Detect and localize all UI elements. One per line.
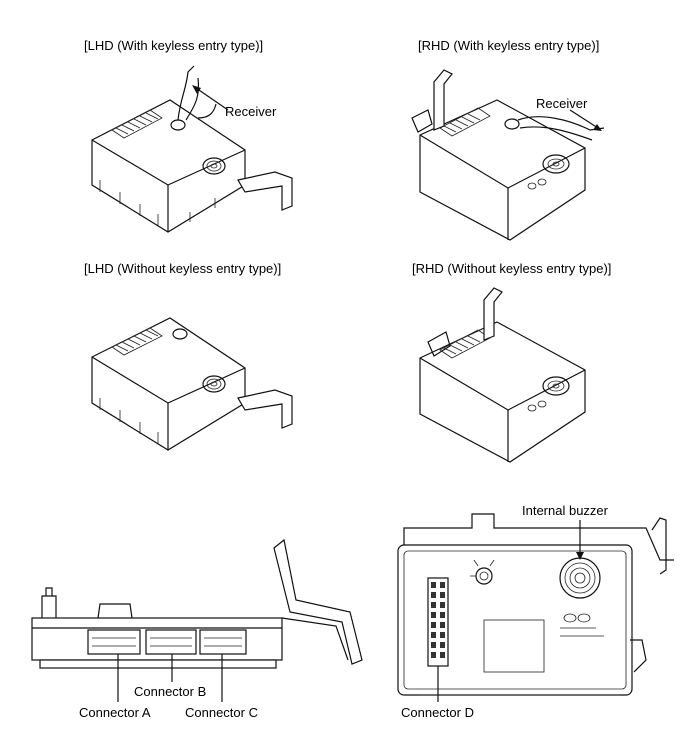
module-top-view [397,513,674,702]
module-rhd-no-keyless [419,287,586,463]
module-rhd-keyless [411,69,605,241]
connector-a [87,629,141,655]
connector-c-label: Connector C [185,705,258,720]
connector-b [145,629,197,655]
title-rhd-no-keyless: [RHD (Without keyless entry type)] [412,261,612,276]
title-lhd-keyless: [LHD (With keyless entry type)] [84,38,264,53]
module-side-view [31,538,363,702]
connector-b-label: Connector B [134,684,207,699]
module-lhd-no-keyless [91,317,293,451]
module-lhd-keyless [91,65,293,233]
connector-c [199,629,247,655]
title-rhd-keyless: [RHD (With keyless entry type)] [418,38,600,53]
title-lhd-no-keyless: [LHD (Without keyless entry type)] [84,261,282,276]
receiver-label-right: Receiver [536,96,588,111]
connector-d-label: Connector D [401,705,474,720]
internal-buzzer-label: Internal buzzer [522,503,608,518]
receiver-label-left: Receiver [225,104,277,119]
connector-a-label: Connector A [79,705,151,720]
